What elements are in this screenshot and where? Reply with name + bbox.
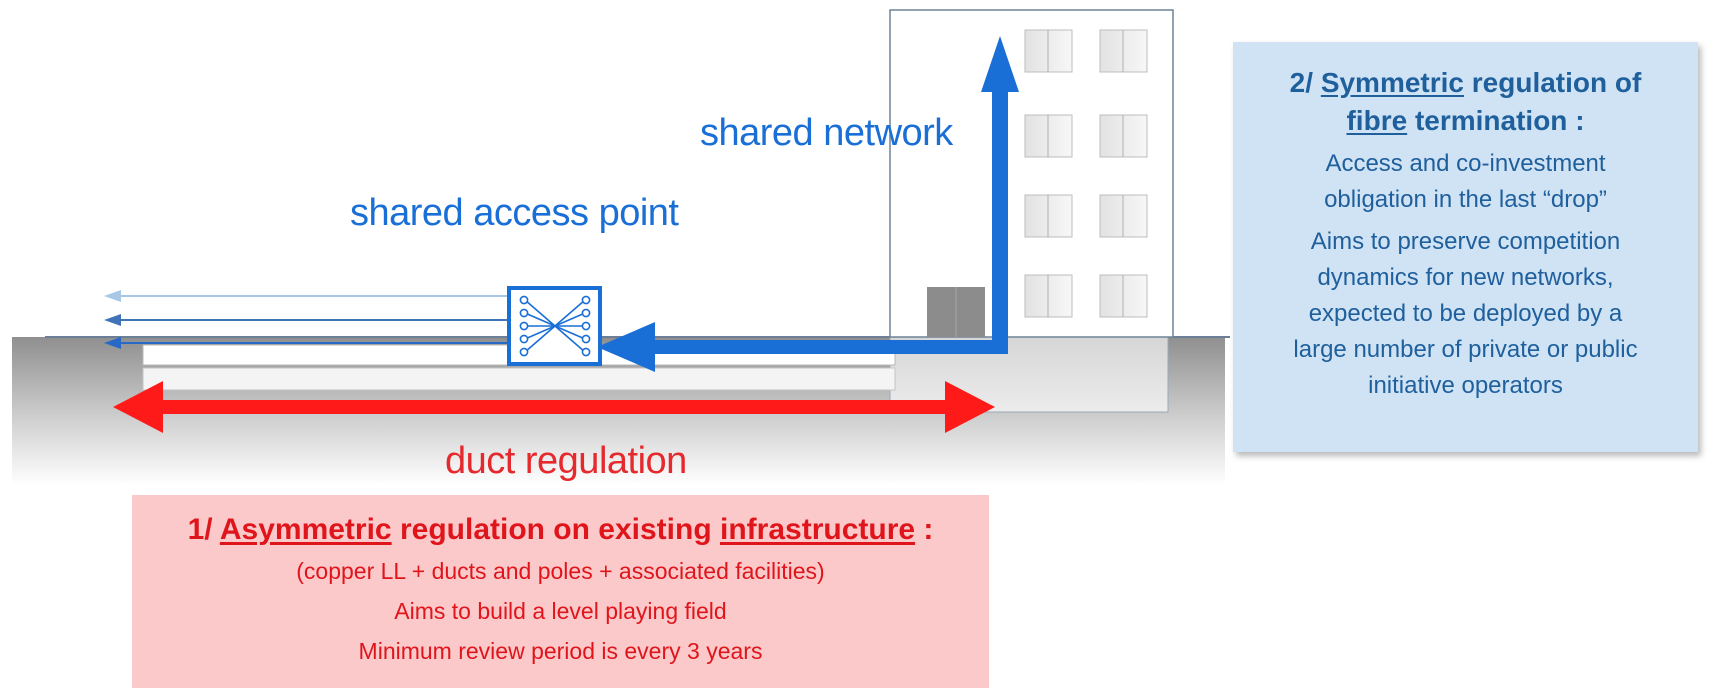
symmetric-heading: 2/ Symmetric regulation of fibre termina… bbox=[1247, 64, 1684, 140]
symmetric-line: obligation in the last “drop” bbox=[1324, 186, 1607, 213]
symmetric-line: Access and co-investment bbox=[1325, 150, 1606, 177]
heading-text: regulation on existing bbox=[399, 513, 712, 546]
heading-text: : bbox=[923, 513, 934, 546]
heading-text: termination : bbox=[1414, 105, 1585, 136]
asymmetric-line: Minimum review period is every 3 years bbox=[358, 638, 763, 664]
window bbox=[1024, 194, 1073, 238]
heading-keyword: Asymmetric bbox=[219, 513, 392, 546]
shared-network-label: shared network bbox=[700, 112, 953, 154]
shared-network-arrow bbox=[597, 36, 1019, 372]
duct-tube-lower bbox=[142, 367, 896, 391]
window bbox=[1099, 29, 1148, 73]
window bbox=[1024, 274, 1073, 318]
heading-keyword: fibre bbox=[1346, 105, 1408, 136]
asymmetric-line: Aims to build a level playing field bbox=[394, 598, 727, 624]
symmetric-line: initiative operators bbox=[1368, 372, 1563, 399]
heading-number: 1/ bbox=[187, 513, 213, 546]
heading-text: regulation of bbox=[1471, 67, 1642, 98]
window bbox=[1024, 114, 1073, 158]
access-point-box bbox=[507, 286, 602, 366]
window bbox=[1099, 194, 1148, 238]
symmetric-line: dynamics for new networks, bbox=[1317, 264, 1614, 291]
symmetric-line: expected to be deployed by a bbox=[1308, 300, 1623, 327]
operator-arrow-light bbox=[104, 290, 508, 302]
operator-arrow-dark bbox=[104, 337, 508, 349]
duct-regulation-label: duct regulation bbox=[445, 440, 687, 482]
building-door bbox=[927, 287, 985, 337]
window bbox=[1024, 29, 1073, 73]
duct-regulation-arrow bbox=[113, 381, 995, 433]
symmetric-line: large number of private or public bbox=[1293, 336, 1638, 363]
shared-access-point-label: shared access point bbox=[350, 192, 679, 234]
asymmetric-regulation-box: 1/ Asymmetric regulation on existing inf… bbox=[132, 495, 989, 688]
asymmetric-line: (copper LL + ducts and poles + associate… bbox=[296, 558, 825, 584]
symmetric-regulation-box: 2/ Symmetric regulation of fibre termina… bbox=[1233, 42, 1698, 452]
heading-keyword: infrastructure bbox=[720, 513, 916, 546]
building-windows bbox=[1024, 29, 1148, 318]
symmetric-line: Aims to preserve competition bbox=[1310, 228, 1621, 255]
window bbox=[1099, 274, 1148, 318]
asymmetric-heading: 1/ Asymmetric regulation on existing inf… bbox=[142, 509, 979, 551]
operator-arrow-mid bbox=[104, 314, 508, 326]
heading-keyword: Symmetric bbox=[1320, 67, 1464, 98]
heading-number: 2/ bbox=[1289, 67, 1314, 98]
window bbox=[1099, 114, 1148, 158]
